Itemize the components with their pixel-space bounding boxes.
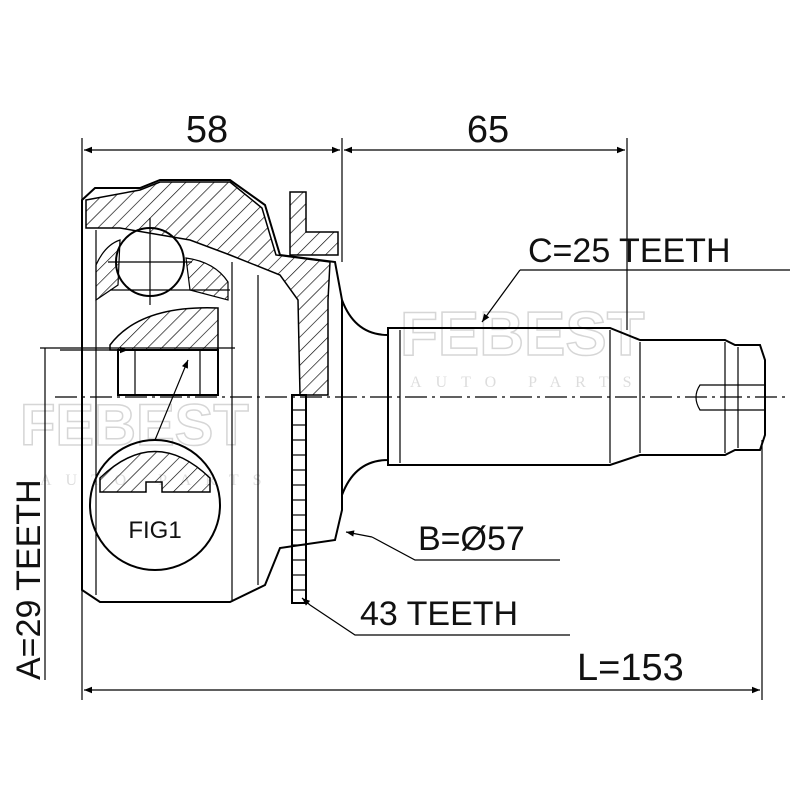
stub-shaft	[341, 299, 766, 496]
fig1-label: FIG1	[128, 517, 181, 544]
label-43-teeth: 43 TEETH	[360, 595, 518, 633]
label-a-teeth: A=29 TEETH	[10, 479, 48, 680]
leader-fig1	[154, 359, 189, 441]
abs-ring	[289, 191, 339, 604]
label-l-153: L=153	[577, 647, 684, 689]
leader-lines	[60, 269, 790, 636]
watermark: FEBEST AUTO PARTS FEBEST AUTO PARTS	[19, 299, 646, 489]
leader-43	[301, 597, 311, 606]
watermark-brand-left: FEBEST	[20, 393, 249, 458]
fig1-detail: FIG1	[89, 439, 221, 571]
watermark-sub-right: AUTO PARTS	[410, 374, 646, 391]
dim-label-58: 58	[186, 109, 228, 151]
abs-teeth	[292, 409, 306, 591]
dim-label-65: 65	[467, 109, 509, 151]
inner-race	[95, 218, 230, 396]
dimension-lines	[44, 146, 760, 694]
fig1-circle	[89, 439, 221, 571]
label-c-teeth: C=25 TEETH	[528, 232, 731, 270]
label-b-diameter: B=Ø57	[418, 520, 525, 558]
watermark-brand-right: FEBEST	[400, 300, 645, 369]
leader-b	[345, 530, 373, 538]
leader-c	[481, 269, 521, 323]
